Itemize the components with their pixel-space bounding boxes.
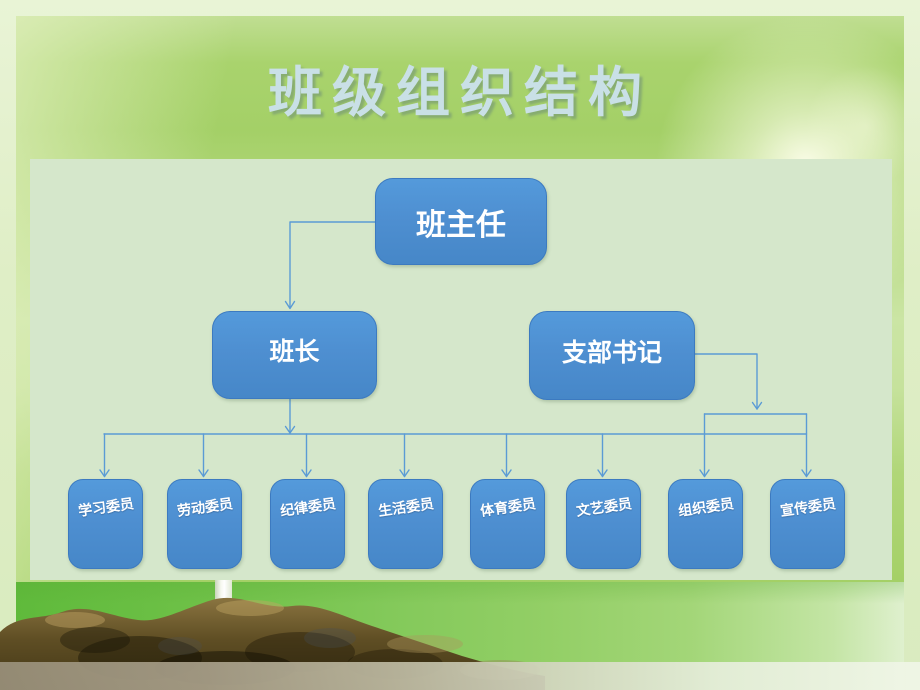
org-box-discipline-committee: 纪律委员 [270,479,345,569]
photo-foreground-blur [0,662,920,690]
org-box-head-teacher: 班主任 [375,178,547,265]
org-box-branch-secretary: 支部书记 [529,311,695,400]
org-box-class-monitor-label: 班长 [269,338,320,366]
org-box-sports-committee: 体育委员 [470,479,545,569]
org-box-labor-committee: 劳动委员 [167,479,242,569]
org-box-publicity-committee: 宣传委员 [770,479,845,569]
org-box-class-monitor: 班长 [212,311,377,399]
org-box-organization-committee: 组织委员 [668,479,743,569]
org-box-study-committee: 学习委员 [68,479,143,569]
org-box-arts-committee: 文艺委员 [566,479,641,569]
org-box-life-committee: 生活委员 [368,479,443,569]
slide-title: 班级组织结构 [268,63,652,123]
org-box-head-teacher-label: 班主任 [416,208,506,242]
org-box-branch-secretary-label: 支部书记 [561,338,662,367]
